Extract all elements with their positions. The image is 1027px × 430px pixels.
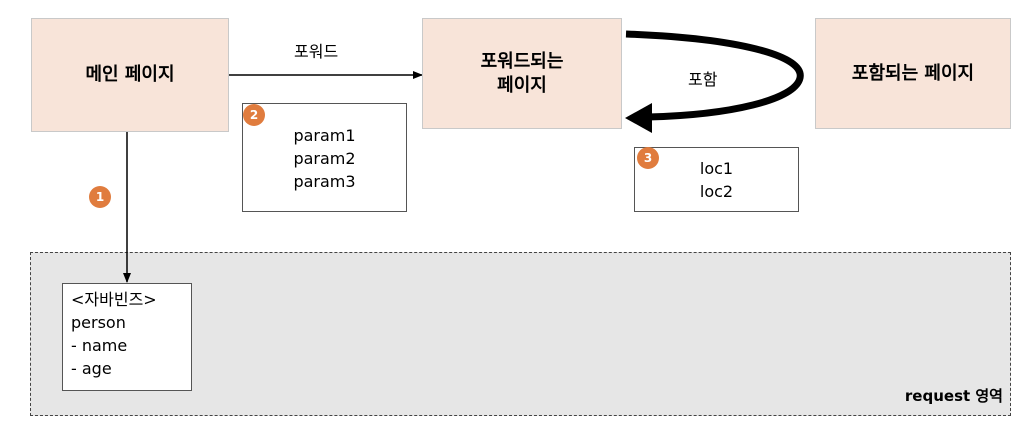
step-3-badge: 3 [637, 147, 659, 169]
forwarded-page-node: 포워드되는 페이지 [422, 18, 622, 129]
step-1-badge: 1 [89, 186, 111, 208]
bean-title: <자바빈즈> [71, 290, 157, 309]
include-arrowhead [625, 103, 652, 133]
request-region [30, 252, 1011, 416]
bean-field: - name [71, 336, 128, 355]
param-line: param2 [293, 149, 356, 168]
params-lines: param1 param2 param3 [243, 124, 406, 193]
included-page-node: 포함되는 페이지 [815, 18, 1011, 129]
main-page-node: 메인 페이지 [31, 18, 229, 132]
param-line: param1 [293, 126, 356, 145]
param-line: param3 [293, 172, 356, 191]
request-region-label: request 영역 [904, 387, 1003, 405]
include-arrow [625, 30, 804, 121]
included-page-label: 포함되는 페이지 [851, 62, 975, 84]
forward-label: 포워드 [294, 42, 339, 61]
bean-object-name: person [71, 313, 126, 332]
forwarded-page-label: 포워드되는 페이지 [480, 50, 564, 96]
locals-lines: loc1 loc2 [635, 157, 798, 203]
loc-line: loc2 [699, 182, 734, 201]
include-label: 포함 [688, 70, 718, 89]
step-2-badge: 2 [243, 104, 265, 126]
params-box: param1 param2 param3 [242, 103, 407, 212]
bean-field: - age [71, 359, 112, 378]
locals-box: loc1 loc2 [634, 147, 799, 212]
main-page-label: 메인 페이지 [85, 64, 175, 85]
loc-line: loc1 [699, 159, 734, 178]
java-bean-box: <자바빈즈> person - name - age [62, 283, 192, 391]
